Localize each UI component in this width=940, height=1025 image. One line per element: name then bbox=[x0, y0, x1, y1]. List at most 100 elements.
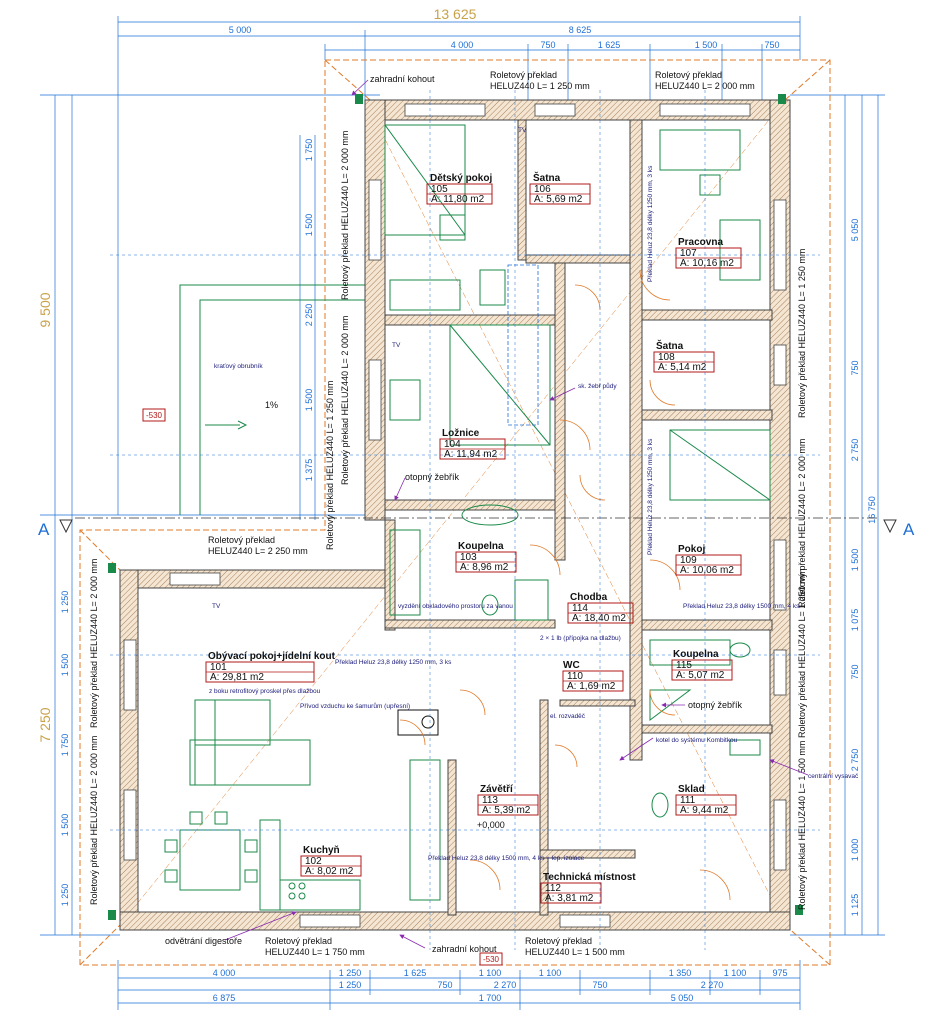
right-dim-1500: 1 500 bbox=[850, 549, 860, 572]
lintel-terrace-l2: HELUZ440 L= 2 250 mm bbox=[208, 546, 308, 556]
tv-label-3: TV bbox=[212, 603, 221, 610]
right-dim-750: 750 bbox=[850, 360, 860, 375]
side-dimension-lines bbox=[40, 94, 885, 936]
room-label-112: Technická místnost 112 A: 3,81 m2 bbox=[540, 872, 636, 904]
room-area: A: 11,80 m2 bbox=[431, 194, 485, 205]
top-dim-750a: 750 bbox=[540, 40, 555, 50]
lintel-top2-l2: HELUZ440 L= 2 000 mm bbox=[655, 81, 755, 91]
garden-tap-top-note: zahradní kohout bbox=[370, 74, 435, 84]
room-label-106: Šatna 106 A: 5,69 m2 bbox=[529, 171, 591, 205]
room-name: Koupelna bbox=[673, 649, 719, 660]
bottom-dim-5050: 5 050 bbox=[671, 993, 694, 1003]
room-number: 105 bbox=[431, 184, 448, 195]
roof-hatch-note: 2 × 1 lb (přípojka na dlažbu) bbox=[540, 635, 621, 642]
air-supply-note: Přívod vzduchu ke šamurům (upřesní) bbox=[300, 702, 410, 710]
section-mark-left: A bbox=[38, 520, 50, 539]
boiler-note: kotel do systému Kombitkou bbox=[656, 737, 738, 744]
lintel-note-2: Překlad Heluz 23,8 délky 1250 mm, 3 ks bbox=[647, 438, 654, 555]
lintel-note-3: Překlad Heluz 23,8 délky 1500 mm, 4 ks bbox=[683, 603, 800, 610]
room-name: Závětří bbox=[480, 784, 514, 795]
top-dim-4000: 4 000 bbox=[451, 40, 474, 50]
left-dim-1250b: 1 250 bbox=[60, 884, 70, 907]
room-label-101: Obývací pokoj+jídelní kout 101 A: 29,81 … bbox=[205, 651, 336, 683]
room-label-102: Kuchyň 102 A: 8,02 m2 bbox=[300, 845, 362, 877]
lintel-vertical-west-upper: Roletový překlad HELUZ440 L= 2 000 mm bbox=[89, 559, 99, 728]
room-label-107: Pracovna 107 A: 10,16 m2 bbox=[675, 237, 742, 269]
section-mark-right: A bbox=[903, 520, 915, 539]
room-number: 111 bbox=[680, 795, 696, 806]
furniture bbox=[164, 124, 771, 911]
lintel-vertical-left-mid: Roletový překlad HELUZ440 L= 2 000 mm bbox=[340, 316, 350, 485]
room-number: 103 bbox=[460, 552, 477, 563]
room-number: 108 bbox=[658, 352, 675, 363]
tv-label-2: TV bbox=[392, 342, 401, 349]
lintel-bottom2-l2: HELUZ440 L= 1 500 mm bbox=[525, 947, 625, 957]
terrace-slope: 1% bbox=[265, 400, 278, 410]
room-label-108: Šatna 108 A: 5,14 m2 bbox=[653, 339, 715, 373]
room-area: A: 5,07 m2 bbox=[676, 670, 725, 681]
room-label-104: Ložnice 104 A: 11,94 m2 bbox=[439, 428, 506, 460]
top-dim-5000: 5 000 bbox=[229, 25, 252, 35]
bottom-dim-4000: 4 000 bbox=[213, 968, 236, 978]
terrace-edge-note: kraťový obrubník bbox=[214, 363, 263, 370]
lintel-vertical-left-lower: Roletový překlad HELUZ440 L= 1 250 mm bbox=[325, 381, 335, 550]
room-name: Chodba bbox=[570, 592, 608, 603]
room-name: Koupelna bbox=[458, 541, 504, 552]
section-arrow-right-icon bbox=[883, 519, 897, 534]
room-label-111: Sklad 111 A: 9,44 m2 bbox=[675, 784, 737, 816]
top-dim-750b: 750 bbox=[764, 40, 779, 50]
room-label-115: Koupelna 115 A: 5,07 m2 bbox=[671, 649, 733, 681]
lintel-note-4: Překlad Heluz 23,8 délky 1500 mm, 4 ks +… bbox=[428, 855, 585, 862]
bottom-dim-1700: 1 700 bbox=[479, 993, 502, 1003]
attic-stairs bbox=[507, 264, 539, 426]
hood-vent-note: odvětrání digestoře bbox=[165, 936, 242, 946]
room-area: A: 9,44 m2 bbox=[680, 805, 729, 816]
garden-tap-bottom-note: zahradní kohout bbox=[432, 944, 497, 954]
room-area: A: 5,39 m2 bbox=[482, 805, 531, 816]
right-dim-16750: 16 750 bbox=[867, 496, 877, 524]
right-dim-1000: 1 000 bbox=[850, 839, 860, 862]
room-name: Pracovna bbox=[678, 237, 723, 248]
room-area: A: 10,06 m2 bbox=[680, 565, 734, 576]
bottom-dim-1100c: 1 100 bbox=[724, 968, 747, 978]
room-area: A: 11,94 m2 bbox=[444, 449, 498, 460]
room-label-113: Závětří 113 A: 5,39 m2 bbox=[477, 784, 539, 816]
leader-lines bbox=[224, 79, 809, 949]
room-area: A: 8,02 m2 bbox=[305, 866, 354, 877]
room-area: A: 5,14 m2 bbox=[658, 362, 707, 373]
bottom-dim-1250b: 1 250 bbox=[339, 980, 362, 990]
room-name: Ložnice bbox=[442, 428, 480, 439]
right-dim-1125: 1 125 bbox=[850, 894, 860, 917]
room-number: 101 bbox=[210, 662, 227, 673]
top-dim-8625: 8 625 bbox=[569, 25, 592, 35]
bottom-dim-6875: 6 875 bbox=[213, 993, 236, 1003]
lintel-top2-l1: Roletový překlad bbox=[655, 70, 722, 80]
left-dim-2250: 2 250 bbox=[304, 304, 314, 327]
right-dim-2750: 2 750 bbox=[850, 439, 860, 462]
room-name: Sklad bbox=[678, 784, 705, 795]
room-name: Obývací pokoj+jídelní kout bbox=[208, 651, 336, 662]
left-dim-1250: 1 250 bbox=[60, 591, 70, 614]
section-arrow-left-icon bbox=[59, 519, 73, 534]
bottom-dim-1100a: 1 100 bbox=[479, 968, 502, 978]
bottom-dim-750a: 750 bbox=[437, 980, 452, 990]
lintel-top1-l1: Roletový překlad bbox=[490, 70, 557, 80]
left-dim-1750: 1 750 bbox=[304, 139, 314, 162]
attic-stairs-note: sk. žebř půdy bbox=[578, 382, 617, 390]
lintel-bottom2-l1: Roletový překlad bbox=[525, 936, 592, 946]
room-name: Pokoj bbox=[678, 544, 705, 555]
entrance-code-box bbox=[479, 952, 503, 966]
tv-label-1: TV bbox=[518, 127, 527, 134]
fireplace-icon bbox=[397, 709, 439, 736]
room-number: 106 bbox=[534, 184, 551, 195]
lintel-vertical-right-3: Roletový překlad HELUZ440 L= 1 250 mm bbox=[797, 569, 807, 738]
radiator-ladder-note-1: otopný žebřík bbox=[405, 472, 460, 482]
lintel-vertical-left-upper: Roletový překlad HELUZ440 L= 2 000 mm bbox=[340, 131, 350, 300]
room-name: Technická místnost bbox=[543, 872, 636, 883]
lintel-note-1: Překlad Heluz 23,8 délky 1250 mm, 3 ks bbox=[647, 165, 654, 282]
left-dim-1500: 1 500 bbox=[304, 214, 314, 237]
bottom-dimension-lines bbox=[117, 960, 801, 1010]
left-dim-1750b: 1 750 bbox=[60, 734, 70, 757]
terrace-code: -530 bbox=[146, 411, 163, 420]
room-label-105: Dětský pokoj 105 A: 11,80 m2 bbox=[426, 173, 493, 205]
